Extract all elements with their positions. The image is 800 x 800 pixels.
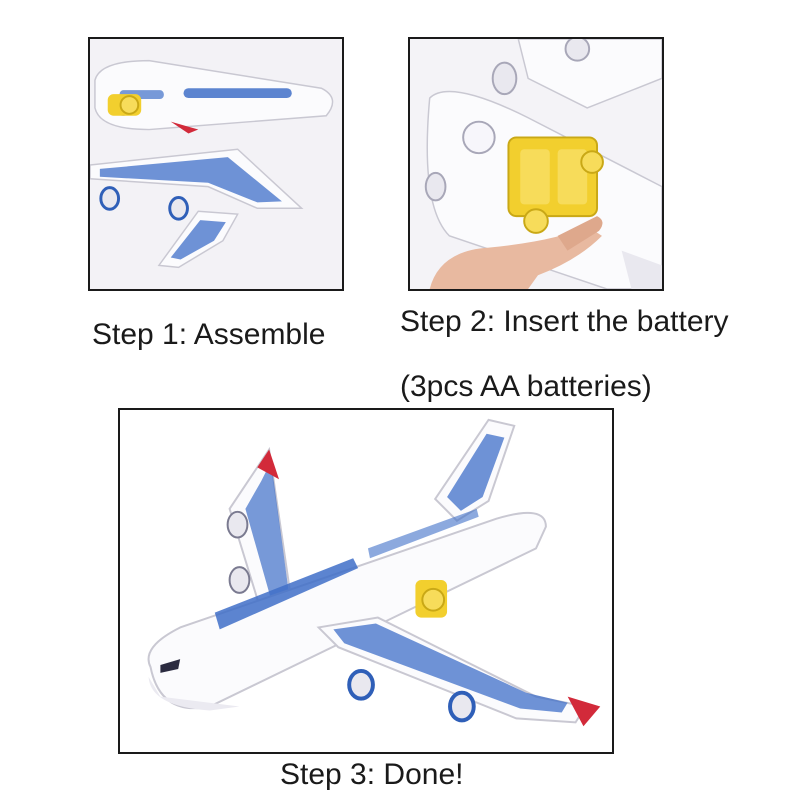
toy-airplane-assembled-image <box>147 418 601 727</box>
step-2-image <box>408 37 664 291</box>
step-3-caption: Step 3: Done! <box>280 758 464 791</box>
step-1-caption: Step 1: Assemble <box>92 318 326 351</box>
step-1-image <box>88 37 344 291</box>
battery-note: (3pcs AA batteries) <box>400 370 652 403</box>
toy-airplane-parts-image <box>90 59 334 269</box>
step-3-image <box>118 408 614 754</box>
toy-airplane-battery-image <box>424 39 662 289</box>
step-2-caption: Step 2: Insert the battery <box>400 305 729 338</box>
